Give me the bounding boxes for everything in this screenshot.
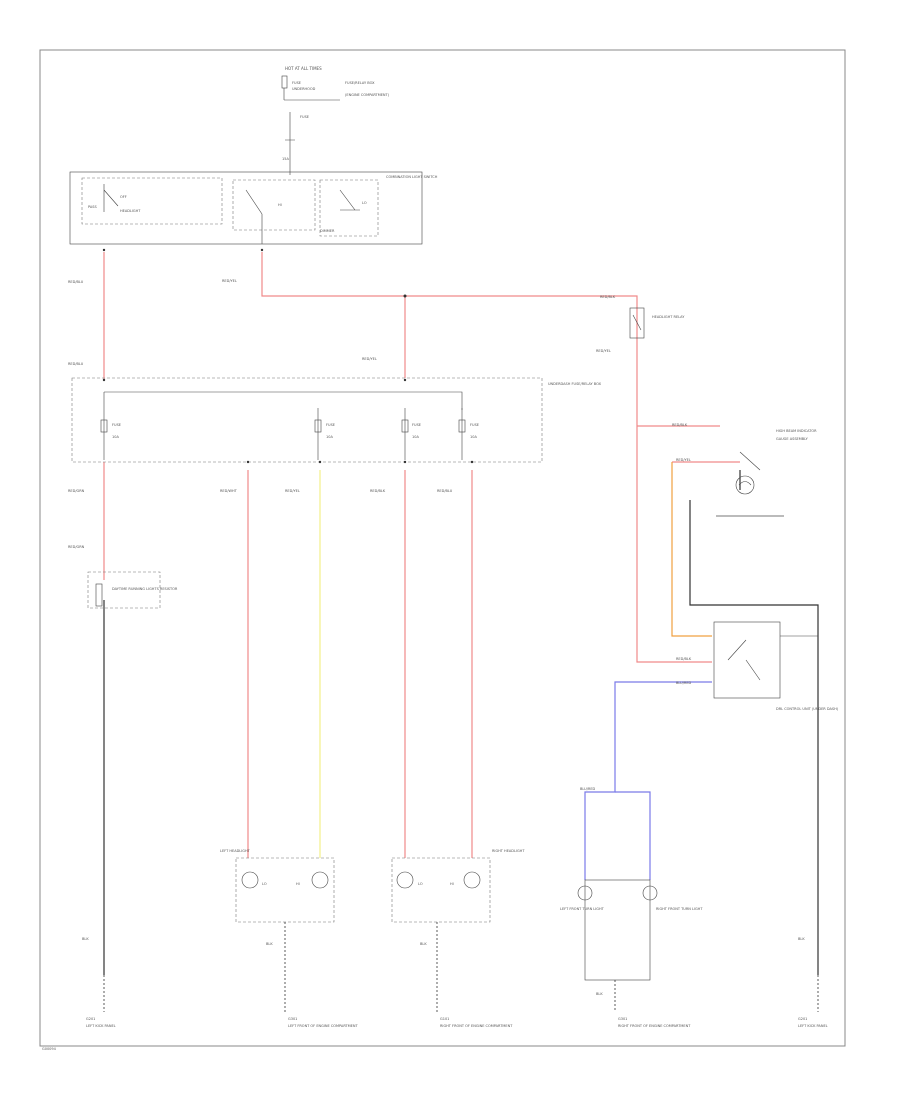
wire-label-mid-top: RED/YEL	[222, 279, 237, 283]
wires	[103, 252, 819, 975]
svg-text:FUSE: FUSE	[470, 423, 479, 427]
right-high-label: HI	[450, 882, 454, 886]
high-beam-indicator: HIGH BEAM INDICATOR GAUGE ASSEMBLY	[716, 429, 817, 517]
svg-text:FUSE: FUSE	[326, 423, 335, 427]
front-turn-lights: LEFT FRONT TURN LIGHT RIGHT FRONT TURN L…	[560, 879, 703, 981]
svg-text:LEFT FRONT OF ENGINE COMPARTME: LEFT FRONT OF ENGINE COMPARTMENT	[288, 1024, 358, 1028]
top-power-source: HOT AT ALL TIMES FUSE UNDERHOOD FUSE/REL…	[281, 66, 390, 175]
fuse-4: FUSE 10A	[458, 408, 479, 460]
wire-label-red-grn-1: RED/GRN	[68, 489, 85, 493]
left-headlight-label: LEFT HEADLIGHT	[220, 849, 251, 853]
right-low-label: LO	[418, 882, 423, 886]
wire-label-red-blk: RED/BLK	[370, 489, 386, 493]
indicator-sub: GAUGE ASSEMBLY	[776, 437, 809, 441]
left-headlight: LEFT HEADLIGHT LO HI	[220, 849, 335, 923]
wire-label-right-second: RED/YEL	[596, 349, 611, 353]
right-headlight: RIGHT HEADLIGHT LO HI	[391, 849, 525, 923]
fuse-1: FUSE 10A	[100, 392, 121, 460]
wire-label-indicator-red: RED/BLK	[672, 423, 688, 427]
svg-text:LEFT KICK PANEL: LEFT KICK PANEL	[798, 1024, 828, 1028]
wire-label-indicator-orange: RED/YEL	[676, 458, 691, 462]
control-unit-label: DRL CONTROL UNIT (UNDER DASH)	[776, 707, 839, 711]
fuse-2: FUSE 10A	[314, 408, 335, 460]
ground-g5: G201	[798, 1017, 807, 1021]
svg-text:10A: 10A	[470, 435, 477, 439]
svg-text:FUSE: FUSE	[412, 423, 421, 427]
ground-g4: G301	[618, 1017, 627, 1021]
wire-label-left-top: RED/BLU	[68, 280, 84, 284]
left-low-label: LO	[262, 882, 267, 886]
svg-text:BLK: BLK	[798, 937, 805, 941]
wire-label-blu-red-2: BLU/RED	[580, 787, 596, 791]
switch-lo: LO	[362, 201, 367, 205]
source-title: HOT AT ALL TIMES	[285, 66, 322, 71]
svg-text:RIGHT FRONT OF ENGINE COMPARTM: RIGHT FRONT OF ENGINE COMPARTMENT	[618, 1024, 691, 1028]
svg-text:10A: 10A	[112, 435, 119, 439]
wire-label-blu-red: BLU/RED	[676, 681, 692, 685]
ground-g3: G101	[440, 1017, 449, 1021]
switch-off: OFF	[120, 195, 127, 199]
source-line-2: UNDERHOOD	[292, 87, 316, 91]
switch-dimmer: DIMMER	[320, 229, 335, 233]
source-line-3: FUSE/RELAY BOX	[345, 81, 375, 85]
wire-label-red-grn-2: RED/GRN	[68, 545, 85, 549]
svg-text:BLK: BLK	[596, 992, 603, 996]
svg-text:10A: 10A	[326, 435, 333, 439]
switch-pass: PASS	[88, 205, 98, 209]
wire-label-red-wht: RED/WHT	[220, 489, 238, 493]
footer-code: G00094	[42, 1047, 57, 1051]
ground-g1: G201	[86, 1017, 95, 1021]
wire-label-right-top: RED/BLK	[600, 295, 616, 299]
right-turn-label: RIGHT FRONT TURN LIGHT	[656, 907, 703, 911]
svg-text:BLK: BLK	[420, 942, 427, 946]
svg-text:LEFT KICK PANEL: LEFT KICK PANEL	[86, 1024, 116, 1028]
source-line-1: FUSE	[292, 81, 301, 85]
fuse-3: FUSE 10A	[401, 408, 421, 460]
switch-box: PASS OFF HI LO DIMMER HEADLIGHT COMBINAT…	[69, 171, 438, 252]
left-high-label: HI	[296, 882, 300, 886]
svg-text:BLK: BLK	[82, 937, 89, 941]
right-headlight-label: RIGHT HEADLIGHT	[492, 849, 525, 853]
drl-resistor: DAYTIME RUNNING LIGHTS RESISTOR	[87, 571, 178, 609]
resistor-label: DAYTIME RUNNING LIGHTS RESISTOR	[112, 587, 178, 591]
svg-text:10A: 10A	[412, 435, 419, 439]
left-turn-label: LEFT FRONT TURN LIGHT	[560, 907, 605, 911]
switch-hi: HI	[278, 203, 282, 207]
fuse-box-label: UNDERDASH FUSE/RELAY BOX	[548, 382, 602, 386]
wire-labels: RED/BLU RED/YEL RED/BLK RED/BLU RED/YEL …	[68, 279, 692, 791]
top-fuse-amp: 15A	[282, 157, 289, 161]
headlight-relay: HEADLIGHT RELAY	[629, 307, 685, 339]
grounds: BLK BLK BLK BLK BLK G201 LEFT KICK PANEL…	[82, 922, 828, 1028]
wire-label-red-blu: RED/BLU	[437, 489, 453, 493]
svg-text:BLK: BLK	[266, 942, 273, 946]
svg-text:FUSE: FUSE	[112, 423, 121, 427]
wire-label-red-blk-low: RED/BLK	[676, 657, 692, 661]
indicator-label: HIGH BEAM INDICATOR	[776, 429, 817, 433]
source-line-4: (ENGINE COMPARTMENT)	[345, 93, 390, 97]
ground-g2: G301	[288, 1017, 297, 1021]
relay-label: HEADLIGHT RELAY	[652, 315, 685, 319]
diagram-border	[39, 49, 846, 1047]
drl-control-unit: DRL CONTROL UNIT (UNDER DASH)	[713, 621, 839, 711]
switch-box-label: COMBINATION LIGHT SWITCH	[386, 175, 438, 179]
wire-label-left-second: RED/BLU	[68, 362, 84, 366]
wire-label-mid-second: RED/YEL	[362, 357, 377, 361]
fuse-box: UNDERDASH FUSE/RELAY BOX FUSE 10A FUSE 1…	[71, 294, 602, 464]
svg-text:RIGHT FRONT OF ENGINE COMPARTM: RIGHT FRONT OF ENGINE COMPARTMENT	[440, 1024, 513, 1028]
wire-label-red-yel: RED/YEL	[285, 489, 300, 493]
switch-headlight: HEADLIGHT	[120, 209, 141, 213]
top-fuse-label: FUSE	[300, 115, 309, 119]
